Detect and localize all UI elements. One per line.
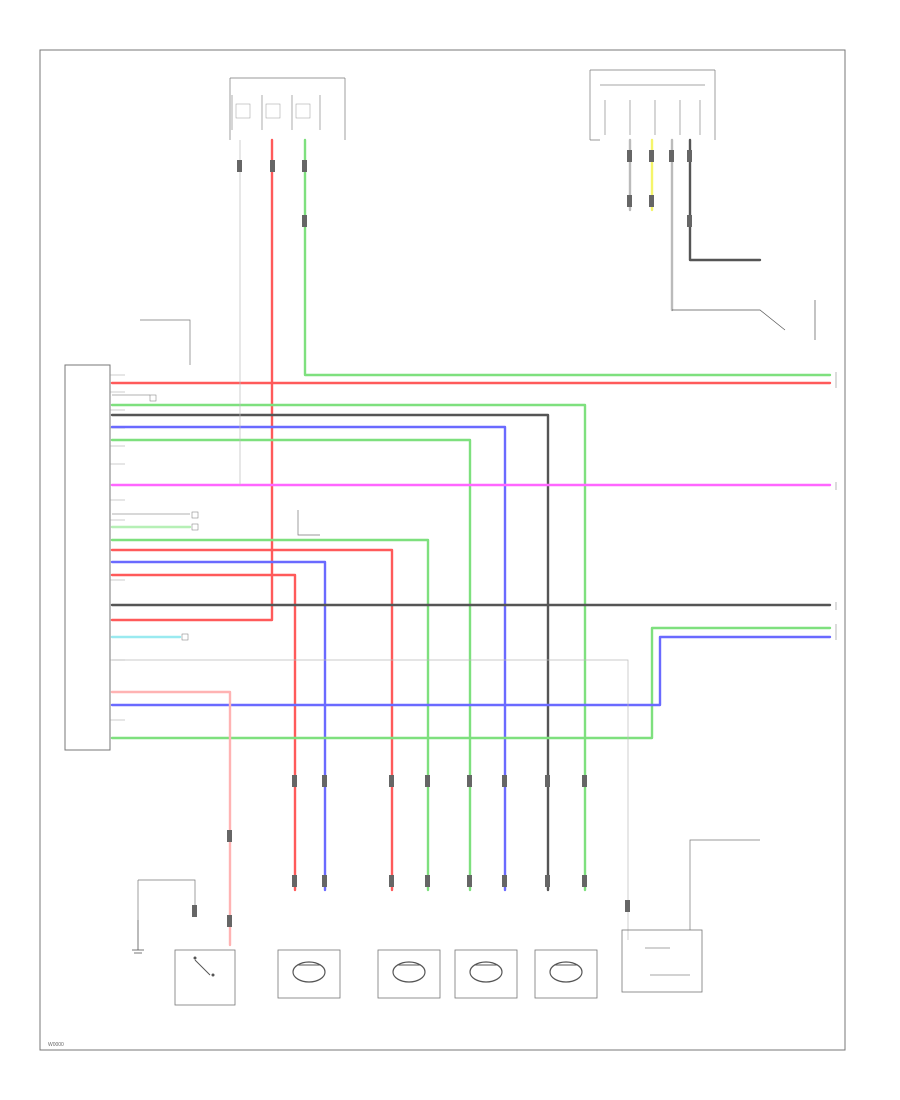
speed-sensor-3 (454, 949, 518, 999)
sensor-icon (469, 961, 503, 983)
yaw-rate-sensor (621, 839, 760, 993)
sensor-icon (292, 961, 326, 983)
connector-icon (192, 150, 692, 927)
sensor-icon (549, 961, 583, 983)
stop-light-switch (132, 879, 236, 1006)
top-right-wires (110, 138, 832, 385)
diagram-frame (39, 49, 846, 1051)
top-fuse-block (229, 77, 346, 140)
ground-icon (132, 920, 144, 954)
speed-sensor-1 (277, 949, 341, 999)
speed-sensor-2 (377, 949, 441, 999)
switch-icon (193, 956, 215, 977)
main-ecu-connector (64, 364, 111, 751)
speed-sensor-4 (534, 949, 598, 999)
ecu-side-connectors (140, 319, 320, 641)
main-wire-harness (110, 138, 832, 947)
footer-code: W0000 (48, 1042, 64, 1048)
top-right-junction-block (589, 69, 716, 141)
sensor-icon (392, 961, 426, 983)
